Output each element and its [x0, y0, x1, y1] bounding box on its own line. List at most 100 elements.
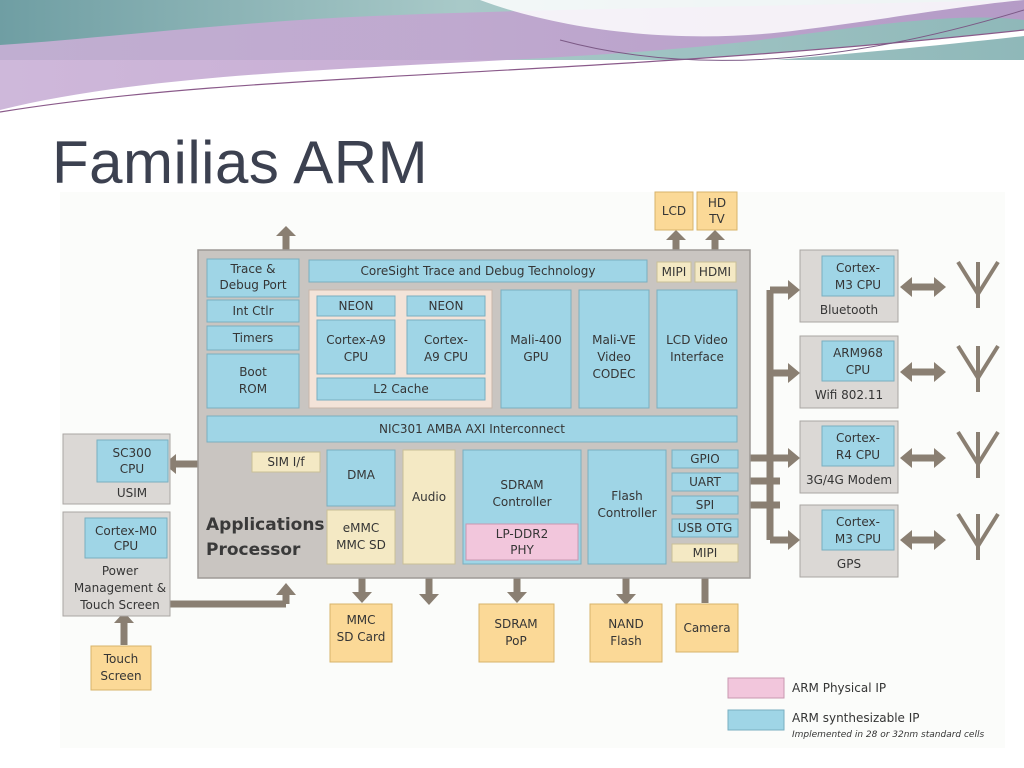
legend-synthesizable-ip: ARM synthesizable IP Implemented in 28 o…	[727, 709, 984, 740]
audio-block: Audio	[402, 449, 456, 565]
usb-otg-block: USB OTG	[671, 518, 739, 538]
bluetooth-module: Cortex- M3 CPU Bluetooth	[799, 249, 899, 323]
svg-text:Controller: Controller	[492, 495, 551, 509]
svg-text:Flash: Flash	[610, 634, 641, 648]
legend: ARM Physical IP ARM synthesizable IP Imp…	[727, 677, 984, 740]
decorative-header-banner	[0, 0, 1024, 118]
svg-text:Audio: Audio	[412, 490, 446, 504]
svg-text:CODEC: CODEC	[592, 367, 635, 381]
sdram-pop-peripheral: SDRAM PoP	[478, 603, 555, 663]
svg-text:GPIO: GPIO	[690, 452, 720, 466]
svg-text:MIPI: MIPI	[662, 265, 687, 279]
svg-text:ARM968: ARM968	[833, 346, 883, 360]
svg-text:SDRAM: SDRAM	[500, 478, 543, 492]
svg-text:M3 CPU: M3 CPU	[835, 532, 881, 546]
slide-title: Familias ARM	[52, 129, 429, 196]
svg-text:Screen: Screen	[100, 669, 141, 683]
app-processor-label: Applications Processor	[206, 515, 325, 560]
antenna-icon-gps	[956, 512, 1000, 560]
svg-text:Boot: Boot	[239, 365, 267, 379]
svg-text:CoreSight Trace and Debug Tech: CoreSight Trace and Debug Technology	[360, 264, 595, 278]
svg-text:NEON: NEON	[429, 299, 464, 313]
nic301-interconnect-block: NIC301 AMBA AXI Interconnect	[206, 415, 738, 443]
svg-text:Video: Video	[597, 350, 631, 364]
svg-text:R4 CPU: R4 CPU	[836, 448, 880, 462]
svg-text:ARM synthesizable IP: ARM synthesizable IP	[792, 711, 920, 725]
svg-text:A9 CPU: A9 CPU	[424, 350, 468, 364]
sim-if-block: SIM I/f	[251, 451, 321, 473]
svg-text:TV: TV	[708, 212, 725, 226]
legend-swatch-physical	[727, 677, 785, 699]
hdtv-peripheral: HD TV	[696, 191, 738, 231]
svg-text:NIC301 AMBA AXI Interconnect: NIC301 AMBA AXI Interconnect	[379, 422, 565, 436]
svg-text:PoP: PoP	[505, 634, 526, 648]
svg-text:Processor: Processor	[206, 540, 301, 560]
uart-block: UART	[671, 472, 739, 492]
svg-text:Applications: Applications	[206, 515, 325, 535]
cortex-a9-cpu-block-2: Cortex- A9 CPU	[406, 319, 486, 375]
antenna-icon-wifi	[956, 344, 1000, 392]
svg-text:GPU: GPU	[523, 350, 548, 364]
antenna-icon-bluetooth	[956, 260, 1000, 308]
l2-cache-block: L2 Cache	[316, 377, 486, 401]
spi-block: SPI	[671, 495, 739, 515]
svg-text:CPU: CPU	[846, 363, 870, 377]
lcd-video-interface-block: LCD Video Interface	[656, 289, 738, 409]
svg-text:CPU: CPU	[344, 350, 368, 364]
svg-text:NEON: NEON	[339, 299, 374, 313]
svg-text:UART: UART	[689, 475, 721, 489]
svg-text:HDMI: HDMI	[699, 265, 731, 279]
svg-text:LP-DDR2: LP-DDR2	[496, 527, 548, 541]
svg-text:Bluetooth: Bluetooth	[820, 303, 878, 317]
svg-text:Mali-VE: Mali-VE	[592, 333, 636, 347]
svg-text:USB OTG: USB OTG	[678, 521, 733, 535]
svg-text:Touch Screen: Touch Screen	[79, 598, 160, 612]
svg-text:Mali-400: Mali-400	[510, 333, 562, 347]
antenna-icon-modem	[956, 430, 1000, 478]
svg-text:eMMC: eMMC	[343, 521, 379, 535]
svg-text:Management &: Management &	[74, 581, 166, 595]
svg-text:MIPI: MIPI	[693, 546, 718, 560]
wifi-module: ARM968 CPU Wifi 802.11	[799, 335, 899, 409]
gps-module: Cortex- M3 CPU GPS	[799, 504, 899, 578]
svg-text:Debug Port: Debug Port	[219, 278, 286, 292]
emmc-block: eMMC MMC SD	[326, 509, 396, 565]
svg-text:ROM: ROM	[239, 382, 267, 396]
power-management-module: Cortex-M0 CPU Power Management & Touch S…	[62, 511, 171, 617]
flash-controller-block: Flash Controller	[587, 449, 667, 565]
svg-text:Camera: Camera	[683, 621, 730, 635]
svg-text:Interface: Interface	[670, 350, 724, 364]
gpio-block: GPIO	[671, 449, 739, 469]
svg-text:LCD: LCD	[662, 204, 686, 218]
svg-text:Cortex-: Cortex-	[836, 261, 880, 275]
trace-debug-port-block: Trace & Debug Port	[206, 258, 300, 298]
touch-screen-peripheral: Touch Screen	[90, 645, 152, 691]
svg-text:Cortex-: Cortex-	[836, 431, 880, 445]
mali-400-gpu-block: Mali-400 GPU	[500, 289, 572, 409]
svg-text:Cortex-A9: Cortex-A9	[326, 333, 386, 347]
lcd-peripheral: LCD	[654, 191, 694, 231]
svg-text:MMC SD: MMC SD	[336, 538, 386, 552]
svg-text:M3 CPU: M3 CPU	[835, 278, 881, 292]
svg-text:USIM: USIM	[117, 486, 147, 500]
lp-ddr2-phy-block: LP-DDR2 PHY	[465, 523, 579, 561]
usim-module: SC300 CPU USIM	[62, 433, 171, 505]
svg-text:Wifi 802.11: Wifi 802.11	[815, 388, 883, 402]
mmc-sd-card-peripheral: MMC SD Card	[329, 603, 393, 663]
neon-block-2: NEON	[406, 295, 486, 317]
mipi-bottom-block: MIPI	[671, 543, 739, 563]
svg-text:Controller: Controller	[597, 506, 656, 520]
hdmi-block: HDMI	[694, 261, 737, 283]
mali-ve-video-codec-block: Mali-VE Video CODEC	[578, 289, 650, 409]
svg-text:Cortex-: Cortex-	[836, 515, 880, 529]
svg-text:SC300: SC300	[113, 446, 152, 460]
svg-text:DMA: DMA	[347, 468, 376, 482]
dma-block: DMA	[326, 449, 396, 507]
legend-physical-ip: ARM Physical IP	[727, 677, 886, 699]
svg-text:Cortex-: Cortex-	[424, 333, 468, 347]
svg-text:NAND: NAND	[608, 617, 643, 631]
int-ctlr-block: Int Ctlr	[206, 299, 300, 323]
svg-text:SPI: SPI	[696, 498, 714, 512]
svg-text:Int Ctlr: Int Ctlr	[232, 304, 273, 318]
